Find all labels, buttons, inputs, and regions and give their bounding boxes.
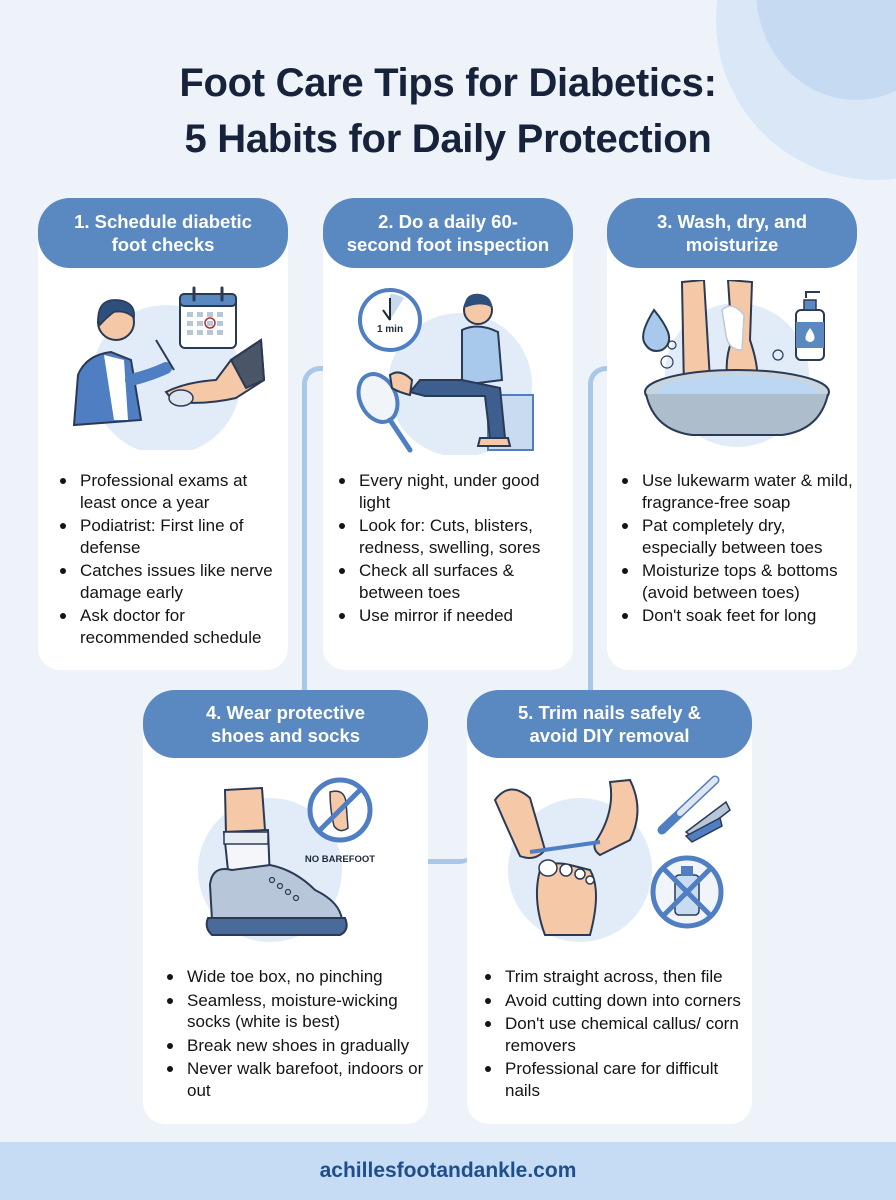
list-item: Moisturize tops & bottoms (avoid between…	[620, 560, 855, 603]
tip-card-3-heading: 3. Wash, dry, and moisturize	[607, 198, 857, 268]
no-chemical-remover-icon	[650, 855, 724, 929]
list-item: Check all surfaces & between toes	[337, 560, 567, 603]
foot-washing-illustration	[632, 278, 842, 455]
footer: achillesfootandankle.com	[0, 1142, 896, 1200]
website-link[interactable]: achillesfootandankle.com	[319, 1159, 577, 1182]
tip-card-5-list: Trim straight across, then file Avoid cu…	[483, 966, 753, 1103]
tip-card-1-list: Professional exams at least once a year …	[58, 470, 283, 650]
timer-clock-icon: 1 min	[358, 288, 422, 352]
heading-line: 4. Wear protective	[205, 702, 366, 723]
list-item: Wide toe box, no pinching	[165, 966, 430, 988]
tip-card-1-heading: 1. Schedule diabetic foot checks	[38, 198, 288, 268]
heading-line: shoes and socks	[210, 725, 361, 746]
title-line-2: 5 Habits for Daily Protection	[184, 117, 712, 161]
list-item: Every night, under good light	[337, 470, 567, 513]
list-item: Avoid cutting down into corners	[483, 990, 753, 1012]
list-item: Pat completely dry, especially between t…	[620, 515, 855, 558]
heading-line: 3. Wash, dry, and	[656, 211, 808, 232]
lotion-bottle-icon	[795, 291, 825, 361]
heading-line: second foot inspection	[346, 234, 550, 255]
list-item: Professional exams at least once a year	[58, 470, 283, 513]
nail-clipper-icon	[684, 800, 731, 843]
calendar-icon	[179, 286, 237, 349]
tip-card-5-heading: 5. Trim nails safely & avoid DIY removal	[467, 690, 752, 758]
nail-file-icon	[657, 775, 720, 835]
heading-line: 5. Trim nails safely &	[517, 702, 702, 723]
tip-card-3-list: Use lukewarm water & mild, fragrance-fre…	[620, 470, 855, 629]
page-title: Foot Care Tips for Diabetics: 5 Habits f…	[0, 55, 896, 167]
nail-trimming-illustration	[490, 770, 740, 945]
list-item: Don't soak feet for long	[620, 605, 855, 627]
heading-line: 2. Do a daily 60-	[378, 211, 518, 232]
heading-line: moisturize	[685, 234, 779, 255]
list-item: Ask doctor for recommended schedule	[58, 605, 283, 648]
list-item: Don't use chemical callus/ corn removers	[483, 1013, 753, 1056]
heading-line: foot checks	[111, 234, 215, 255]
heading-line: avoid DIY removal	[529, 725, 690, 746]
list-item: Podiatrist: First line of defense	[58, 515, 283, 558]
list-item: Use lukewarm water & mild, fragrance-fre…	[620, 470, 855, 513]
foot-inspection-illustration: 1 min	[350, 280, 550, 457]
list-item: Seamless, moisture-wicking socks (white …	[165, 990, 430, 1033]
tip-card-2-list: Every night, under good light Look for: …	[337, 470, 567, 629]
list-item: Use mirror if needed	[337, 605, 567, 627]
list-item: Professional care for difficult nails	[483, 1058, 753, 1101]
tip-card-4-heading: 4. Wear protective shoes and socks	[143, 690, 428, 758]
tip-card-4-list: Wide toe box, no pinching Seamless, mois…	[165, 966, 430, 1103]
no-barefoot-sign-icon: NO BAREFOOT	[305, 777, 375, 865]
list-item: Never walk barefoot, indoors or out	[165, 1058, 430, 1101]
svg-text:1 min: 1 min	[377, 324, 403, 335]
tip-card-2-heading: 2. Do a daily 60- second foot inspection	[323, 198, 573, 268]
list-item: Trim straight across, then file	[483, 966, 753, 988]
podiatrist-exam-illustration	[56, 280, 276, 455]
heading-line: 1. Schedule diabetic	[74, 211, 252, 232]
title-line-1: Foot Care Tips for Diabetics:	[179, 61, 717, 105]
list-item: Break new shoes in gradually	[165, 1035, 430, 1057]
svg-text:NO BAREFOOT: NO BAREFOOT	[305, 854, 375, 865]
list-item: Look for: Cuts, blisters, redness, swell…	[337, 515, 567, 558]
list-item: Catches issues like nerve damage early	[58, 560, 283, 603]
shoe-sock-illustration: NO BAREFOOT	[190, 770, 410, 945]
